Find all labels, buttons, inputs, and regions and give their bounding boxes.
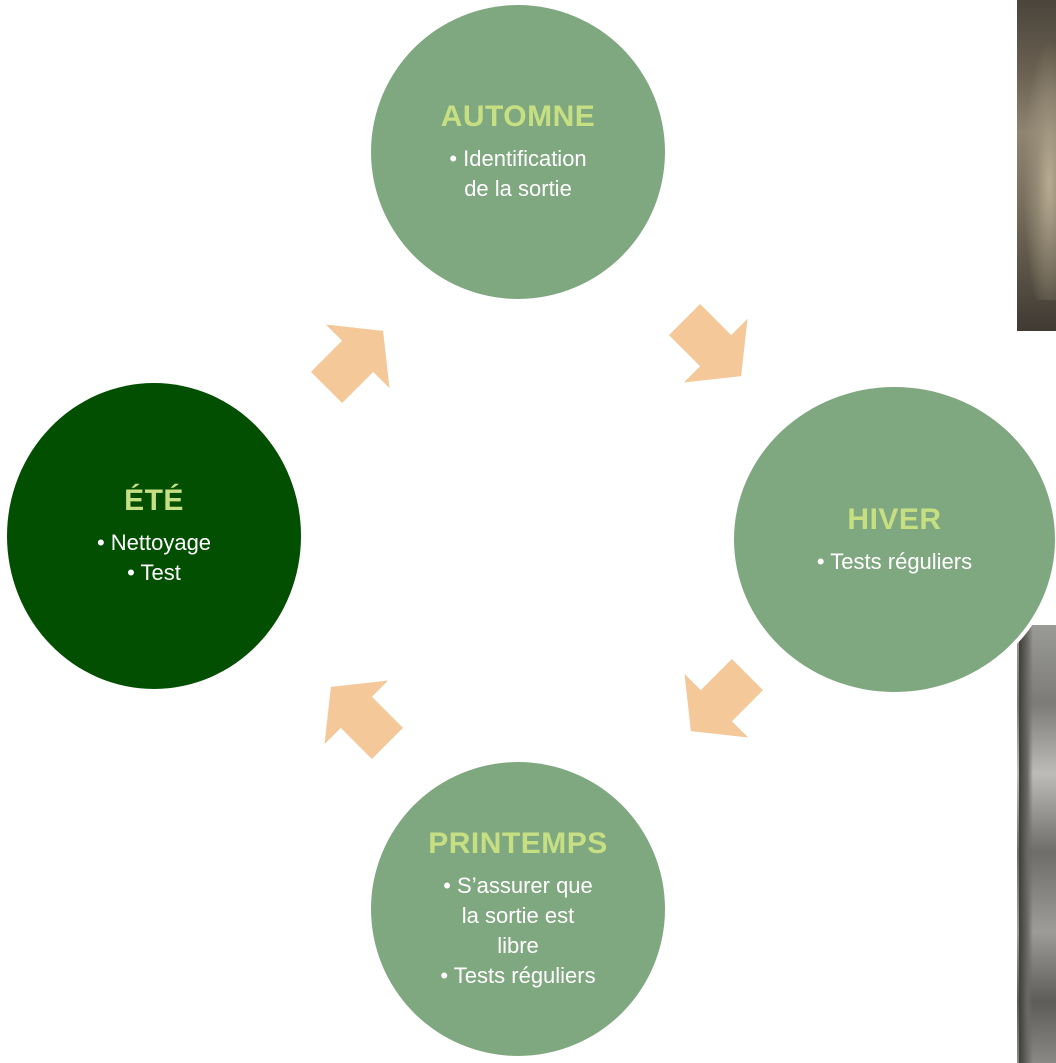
node-ete: ÉTÉ • Nettoyage • Test <box>7 383 301 689</box>
photo-top-right <box>1017 0 1056 331</box>
node-item: • Nettoyage <box>96 530 212 555</box>
node-title: PRINTEMPS <box>428 827 608 860</box>
node-item: • Identification <box>449 146 587 171</box>
node-item: de la sortie <box>464 176 572 201</box>
node-printemps: PRINTEMPS • S’assurer que la sortie est … <box>371 762 665 1056</box>
arrow-automne-to-hiver <box>668 303 748 383</box>
node-list: • Nettoyage • Test <box>97 528 211 588</box>
arrow-ete-to-automne <box>310 324 390 404</box>
arrow-hiver-to-printemps <box>684 658 764 738</box>
node-item: • S’assurer que <box>443 873 593 898</box>
node-list: • Tests réguliers <box>817 547 972 577</box>
node-title: AUTOMNE <box>440 100 596 133</box>
node-item: libre <box>497 933 539 958</box>
node-automne: AUTOMNE • Identification de la sortie <box>371 5 665 299</box>
node-hiver: HIVER • Tests réguliers <box>734 387 1055 692</box>
node-item: • Tests réguliers <box>816 548 973 574</box>
photo-bottom-right <box>1017 625 1056 1063</box>
node-list: • S’assurer que la sortie est libre • Te… <box>440 871 595 991</box>
node-item: • Tests réguliers <box>440 963 596 988</box>
node-title: HIVER <box>847 502 942 536</box>
node-list: • Identification de la sortie <box>449 144 586 204</box>
node-item: • Test <box>127 560 181 585</box>
node-title: ÉTÉ <box>124 484 184 517</box>
arrow-printemps-to-ete <box>324 680 404 760</box>
node-item: la sortie est <box>461 903 575 928</box>
